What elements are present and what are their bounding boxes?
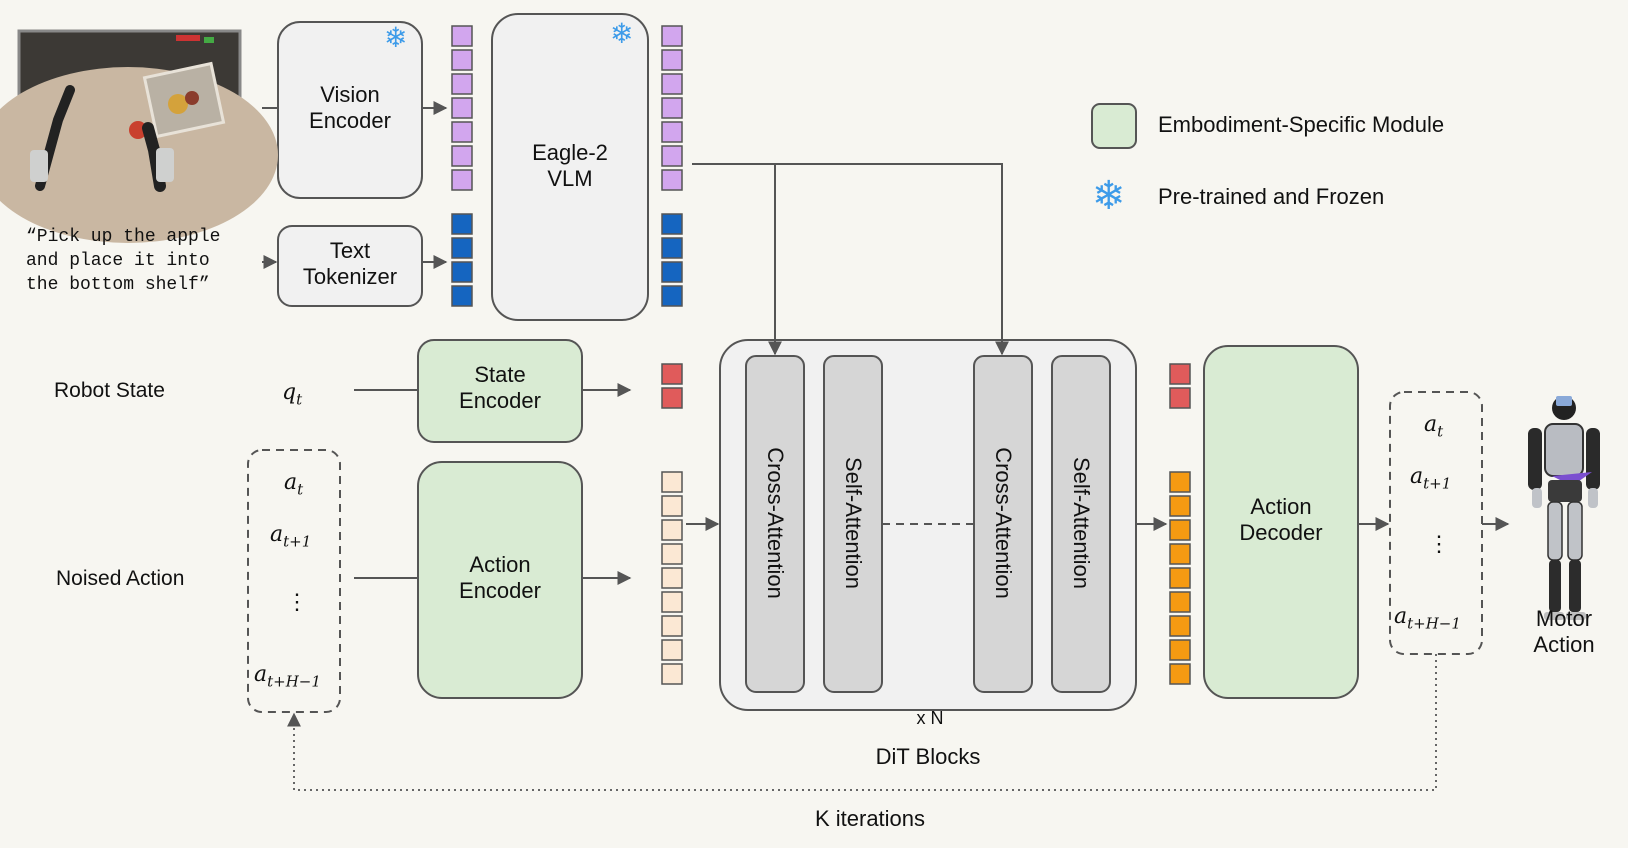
action-token <box>661 591 683 613</box>
humanoid-robot-image <box>1528 396 1600 620</box>
action-decoder-label: Action Decoder <box>1239 494 1323 546</box>
legend-frozen-icon: ❄ <box>1092 174 1126 218</box>
action-token <box>1169 615 1191 637</box>
action-token <box>661 663 683 685</box>
action-token <box>661 639 683 661</box>
dit-block-1 <box>745 355 805 693</box>
state-token <box>1169 387 1191 409</box>
vision-token <box>661 121 683 143</box>
vision-token <box>661 49 683 71</box>
vlm-frozen-icon: ❄ <box>610 18 634 49</box>
robot-state-symbol: qt <box>282 380 303 409</box>
text-tokens-out <box>661 213 683 307</box>
text-token <box>661 237 683 259</box>
vision-token <box>451 121 473 143</box>
action-token <box>1169 519 1191 541</box>
vision-token <box>661 25 683 47</box>
noised-action-box <box>247 449 341 713</box>
noised-action-label: Noised Action <box>56 567 185 590</box>
text-token <box>661 285 683 307</box>
scene-photo <box>0 29 278 243</box>
vision-token <box>451 49 473 71</box>
text-token <box>451 261 473 283</box>
noised-action-at: at <box>284 470 304 499</box>
dit-self-attention-1: Self-Attention <box>841 456 866 590</box>
text-token <box>661 213 683 235</box>
state-tokens-in <box>661 363 683 409</box>
action-token <box>1169 663 1191 685</box>
vision-token <box>451 169 473 191</box>
vision-encoder-label: Vision Encoder <box>309 82 391 134</box>
action-token <box>1169 567 1191 589</box>
text-token <box>451 213 473 235</box>
vlm-box <box>491 13 649 321</box>
text-tokenizer-box <box>277 225 423 307</box>
vision-token <box>661 169 683 191</box>
instruction-text: “Pick up the apple and place it into the… <box>26 227 221 295</box>
action-token <box>661 471 683 493</box>
text-tokens-in <box>451 213 473 307</box>
vision-token <box>451 145 473 167</box>
action-token <box>661 615 683 637</box>
action-token <box>1169 639 1191 661</box>
action-encoder-box <box>417 461 583 699</box>
vision-encoder-frozen-icon: ❄ <box>384 22 408 53</box>
state-token <box>661 363 683 385</box>
vision-token <box>661 97 683 119</box>
text-tokenizer-label: Text Tokenizer <box>302 238 398 290</box>
vision-token <box>451 97 473 119</box>
action-token <box>1169 543 1191 565</box>
action-decoder-box <box>1203 345 1359 699</box>
noised-action-atH: at+H−1 <box>254 662 321 691</box>
motor-action-label: Motor Action <box>1533 606 1595 658</box>
text-token <box>451 237 473 259</box>
action-tokens-in <box>661 471 683 685</box>
robot-state-label: Robot State <box>54 379 165 402</box>
action-token <box>1169 471 1191 493</box>
state-encoder-label: State Encoder <box>459 362 541 414</box>
dit-caption: DiT Blocks <box>875 744 981 769</box>
legend-embodiment-label: Embodiment-Specific Module <box>1158 112 1445 137</box>
legend-frozen-label: Pre-trained and Frozen <box>1158 184 1385 209</box>
vision-token <box>451 73 473 95</box>
arrow-vlm-to-cross1 <box>692 163 1009 356</box>
dit-self-attention-2: Self-Attention <box>1069 456 1094 590</box>
output-action-ellipsis: ⋮ <box>1428 532 1450 557</box>
k-iterations-label: K iterations <box>814 806 926 831</box>
output-action-at: at <box>1424 412 1444 441</box>
vlm-label: Eagle-2 VLM <box>532 140 608 192</box>
state-token <box>661 387 683 409</box>
output-action-atH: at+H−1 <box>1394 604 1461 633</box>
text-token <box>451 285 473 307</box>
dit-repeat-label: x N <box>916 708 944 728</box>
vision-token <box>661 73 683 95</box>
action-token <box>1169 591 1191 613</box>
action-token <box>661 567 683 589</box>
legend-swatch <box>1091 103 1137 149</box>
vision-tokens-in <box>451 25 473 191</box>
vision-encoder-box <box>277 21 423 199</box>
dit-cross-attention-2: Cross-Attention <box>991 447 1016 599</box>
noised-action-at1: at+1 <box>270 522 312 551</box>
state-token <box>1169 363 1191 385</box>
action-tokens-out <box>1169 471 1191 685</box>
action-token <box>661 495 683 517</box>
state-tokens-out <box>1169 363 1191 409</box>
action-token <box>661 519 683 541</box>
dit-cross-attention-1: Cross-Attention <box>763 447 788 599</box>
noised-action-ellipsis: ⋮ <box>286 590 308 615</box>
vision-token <box>451 25 473 47</box>
vision-token <box>661 145 683 167</box>
action-token <box>1169 495 1191 517</box>
text-token <box>661 261 683 283</box>
action-encoder-label: Action Encoder <box>459 552 541 604</box>
dit-block-4 <box>1051 355 1111 693</box>
vision-tokens-out <box>661 25 683 191</box>
action-token <box>661 543 683 565</box>
output-action-at1: at+1 <box>1410 464 1452 493</box>
loop-line <box>287 654 1437 791</box>
